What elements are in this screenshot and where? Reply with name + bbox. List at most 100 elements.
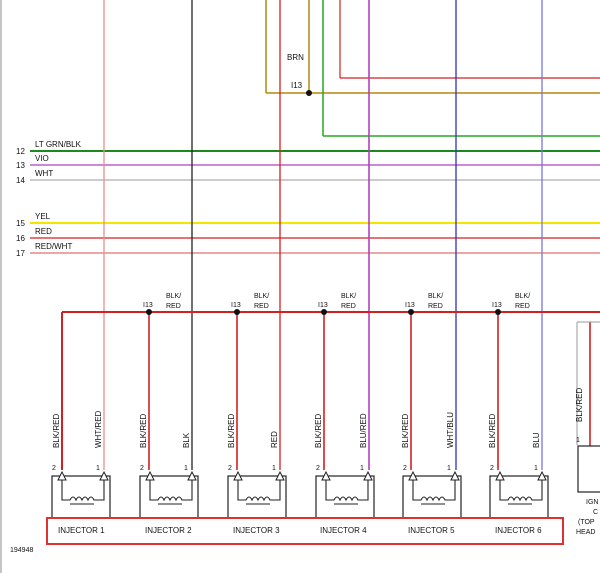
coil-symbol — [412, 480, 456, 502]
right-component-text: C — [593, 509, 598, 516]
splice-id-label: I13 — [318, 302, 328, 309]
bus-pin-15: 15 — [16, 219, 25, 228]
splice-id-label: I13 — [492, 302, 502, 309]
top-wiring: BRN I13 — [265, 0, 600, 137]
splice-dot — [146, 309, 152, 315]
bus-label-14: WHT — [35, 169, 53, 178]
connector-body — [315, 475, 375, 519]
ignition-component-partial: BLK/RED 1 IGN C (TOP HEAD — [575, 321, 600, 536]
injector-6: 2 1 — [489, 465, 549, 519]
splice-dot — [321, 309, 327, 315]
splices: I13 BLK/ RED I13 BLK/ RED I13 BLK/ RED I… — [143, 293, 530, 315]
injector-5-name: INJECTOR 5 — [408, 526, 455, 535]
injector-2-pin1-wire-label: BLK — [182, 432, 191, 448]
injector-3-name: INJECTOR 3 — [233, 526, 280, 535]
bus-label-15: YEL — [35, 212, 51, 221]
pin-2-number: 2 — [403, 465, 407, 472]
coil-symbol — [237, 480, 281, 502]
pin-1-number: 1 — [272, 465, 276, 472]
bus-label-12: LT GRN/BLK — [35, 140, 82, 149]
splice-wire-label: BLK/ — [515, 293, 530, 300]
connector-body — [139, 475, 199, 519]
right-component-text: HEAD — [576, 529, 595, 536]
injector-1-name: INJECTOR 1 — [58, 526, 105, 535]
splice-wire-label: RED — [341, 303, 356, 310]
connector-body — [227, 475, 287, 519]
injector-3: 2 1 — [227, 465, 287, 519]
right-component-text: IGN — [586, 499, 598, 506]
splice-dot — [234, 309, 240, 315]
injector-2-pin2-wire-label: BLK/RED — [139, 414, 148, 448]
brn-splice-dot — [306, 90, 312, 96]
right-component-text: (TOP — [578, 519, 595, 526]
splice-wire-label: RED — [515, 303, 530, 310]
injector-5-pin2-wire-label: BLK/RED — [401, 414, 410, 448]
splice-wire-label: RED — [254, 303, 269, 310]
right-pin-number: 1 — [576, 437, 580, 444]
injector-4: 2 1 — [315, 465, 375, 519]
bus-pin-12: 12 — [16, 147, 25, 156]
right-wire-label: BLK/RED — [575, 388, 584, 422]
brn-splice-label: I13 — [291, 81, 303, 90]
injector-names: INJECTOR 1 INJECTOR 2 INJECTOR 3 INJECTO… — [58, 526, 542, 535]
pin-2-number: 2 — [140, 465, 144, 472]
injector-4-pin1-wire-label: BLU/RED — [359, 413, 368, 448]
splice-wire-label: BLK/ — [254, 293, 269, 300]
right-connector-body — [577, 445, 600, 493]
coil-symbol — [61, 480, 105, 502]
pin-1-number: 1 — [184, 465, 188, 472]
brn-wire-label: BRN — [287, 53, 304, 62]
bus-pin-17: 17 — [16, 249, 25, 258]
splice-id-label: I13 — [405, 302, 415, 309]
coil-symbol — [499, 480, 543, 502]
injector-5-pin1-wire-label: WHT/BLU — [446, 412, 455, 448]
injector-wire-labels: BLK/RED WHT/RED BLK/RED BLK BLK/RED RED … — [52, 410, 541, 448]
injector-3-pin2-wire-label: BLK/RED — [227, 414, 236, 448]
bus-pin-16: 16 — [16, 234, 25, 243]
injector-2: 2 1 — [139, 465, 199, 519]
injector-3-pin1-wire-label: RED — [270, 431, 279, 448]
pin-1-number: 1 — [360, 465, 364, 472]
injector-2-name: INJECTOR 2 — [145, 526, 192, 535]
bus-label-16: RED — [35, 227, 52, 236]
injector-4-pin2-wire-label: BLK/RED — [314, 414, 323, 448]
injector-6-pin1-wire-label: BLU — [532, 432, 541, 448]
injector-4-name: INJECTOR 4 — [320, 526, 367, 535]
bus-wires: 12 13 14 15 16 17 LT GRN/BLK VIO WHT YEL… — [16, 140, 600, 258]
injector-1-pin2-wire-label: BLK/RED — [52, 414, 61, 448]
coil-symbol — [325, 480, 369, 502]
splice-dot — [408, 309, 414, 315]
pin-2-number: 2 — [228, 465, 232, 472]
pin-1-number: 1 — [96, 465, 100, 472]
splice-id-label: I13 — [231, 302, 241, 309]
connector-body — [402, 475, 462, 519]
splice-wire-label: BLK/ — [341, 293, 356, 300]
injector-1-pin1-wire-label: WHT/RED — [94, 410, 103, 448]
splice-wire-label: RED — [166, 303, 181, 310]
injector-highlight-box — [46, 517, 564, 545]
pin-1-number: 1 — [447, 465, 451, 472]
pin-2-number: 2 — [316, 465, 320, 472]
connector-body — [51, 475, 111, 519]
bus-label-13: VIO — [35, 154, 49, 163]
pin-2-number: 2 — [52, 465, 56, 472]
coil-symbol — [149, 480, 193, 502]
injector-6-pin2-wire-label: BLK/RED — [488, 414, 497, 448]
injector-5: 2 1 — [402, 465, 462, 519]
splice-wire-label: RED — [428, 303, 443, 310]
splice-dot — [495, 309, 501, 315]
figure-id: 194948 — [10, 547, 33, 554]
injector-feed-wires — [103, 0, 543, 470]
bus-pin-14: 14 — [16, 176, 25, 185]
connector-body — [489, 475, 549, 519]
pin-1-number: 1 — [534, 465, 538, 472]
splice-id-label: I13 — [143, 302, 153, 309]
bus-pin-13: 13 — [16, 161, 25, 170]
pin-2-number: 2 — [490, 465, 494, 472]
splice-wire-label: BLK/ — [428, 293, 443, 300]
bus-label-17: RED/WHT — [35, 242, 72, 251]
injector-6-name: INJECTOR 6 — [495, 526, 542, 535]
injector-1: 2 1 — [51, 465, 111, 519]
splice-wire-label: BLK/ — [166, 293, 181, 300]
